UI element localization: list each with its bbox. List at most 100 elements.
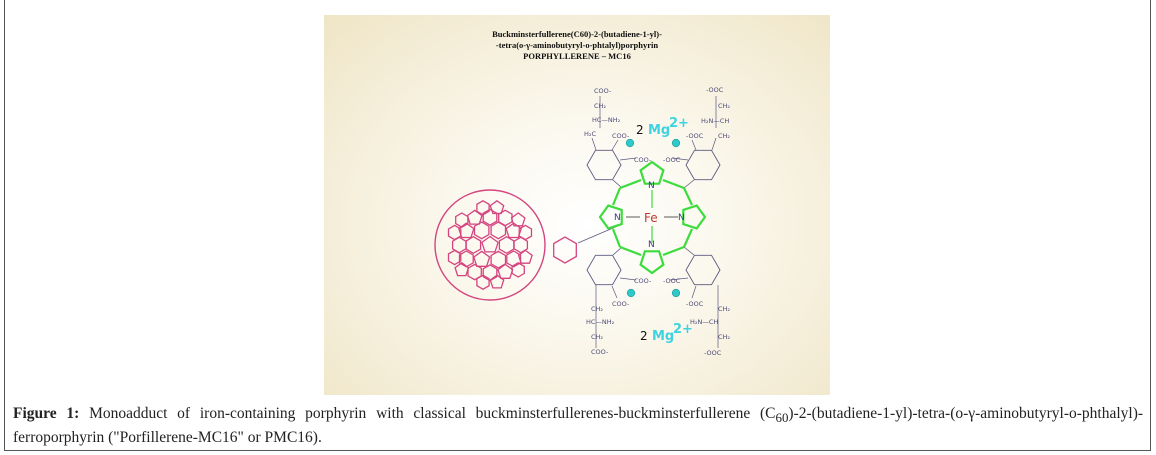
bond <box>669 277 689 281</box>
atom-labels: COO- CH₂ HC—NH₂ H₂C COO- COO- -OOC CH₂ H₂N—CH CH₂… <box>584 86 730 357</box>
bond <box>591 137 597 151</box>
fullerene-hexagon <box>458 250 474 268</box>
caption-text: Monoadduct of iron-containing porphyrin … <box>79 405 776 422</box>
atom-label: CH₂ <box>591 305 603 313</box>
atom-label: H₂C <box>584 130 596 138</box>
figure-caption: Figure 1: Monoadduct of iron-containing … <box>13 404 1143 448</box>
mg-count-label: 2 <box>640 329 648 343</box>
bond <box>611 139 619 151</box>
fullerene-hexagon <box>511 262 525 278</box>
fullerene-pentagon <box>466 209 483 225</box>
bond <box>619 157 637 161</box>
porphyrin-bond <box>662 245 685 257</box>
atom-label: -OOC <box>663 277 681 285</box>
fullerene-pentagon <box>489 274 505 289</box>
bond <box>683 246 695 256</box>
porphyrin-bond <box>662 178 685 190</box>
fullerene-hexagon <box>498 235 515 255</box>
fullerene-hexagon <box>490 221 507 240</box>
atom-label: HC—NH₂ <box>592 116 621 124</box>
figure-image-title: Buckminsterfullerene(C60)-2-(butadiene-1… <box>324 29 830 62</box>
atom-label: -OOC <box>704 349 722 357</box>
fullerene-pentagon <box>481 235 499 253</box>
pyrrole-ring <box>598 204 623 230</box>
magnesium-label: Mg <box>652 329 674 344</box>
fullerene-hexagon <box>465 235 482 255</box>
atom-label: CH₂ <box>591 333 603 341</box>
fullerene-pentagon <box>454 261 470 277</box>
benzene-ring <box>685 149 721 181</box>
atom-label: HC—NH₂ <box>586 318 615 326</box>
molecule-structure: COO- CH₂ HC—NH₂ H₂C COO- COO- -OOC CH₂ H₂N—CH CH₂… <box>434 86 730 357</box>
figure-title-line: -tetra(o-γ-aminobutyryl-o-phtalyl)porphy… <box>495 40 659 50</box>
atom-label: COO- <box>634 277 652 285</box>
fullerene-hexagon <box>513 236 529 254</box>
pyrrole-ring <box>639 160 665 185</box>
bond <box>691 139 697 151</box>
pyrrole-ring <box>639 250 665 275</box>
benzene-ring <box>586 149 622 181</box>
porphyrin-ring <box>598 160 707 275</box>
figure-title-line: Buckminsterfullerene(C60)-2-(butadiene-1… <box>492 29 662 39</box>
atom-label: CH₂ <box>718 102 730 110</box>
atom-label: CH₂ <box>718 132 730 140</box>
iron-label: Fe <box>644 211 658 225</box>
caption-label: Figure 1: <box>13 405 80 422</box>
mg-ion-dot <box>625 138 635 148</box>
atom-label: -OOC <box>686 132 704 140</box>
benzene-ring <box>685 254 721 286</box>
magnesium-charge-label: 2+ <box>673 322 693 337</box>
figure-title-line: PORPHYLLERENE – MC16 <box>523 51 631 61</box>
porphyrin-bond <box>611 228 622 248</box>
fullerene-hexagon <box>490 250 507 269</box>
atom-label: -OOC <box>706 86 724 94</box>
nitrogen-label: N <box>648 240 655 250</box>
bond <box>611 285 618 299</box>
fullerene-pentagon <box>489 200 505 215</box>
figure-image: Buckminsterfullerene(C60)-2-(butadiene-1… <box>324 15 830 395</box>
fullerene-hexagon <box>455 212 469 228</box>
mg-ion-dot <box>671 138 681 148</box>
fullerene-hexagon <box>482 208 498 226</box>
atom-label: COO- <box>591 348 609 356</box>
bond <box>619 277 637 281</box>
atom-label: COO- <box>612 132 630 140</box>
fullerene-hexagon <box>473 221 490 240</box>
fullerene-pentagon <box>473 250 491 267</box>
porphyrin-bond <box>619 245 642 257</box>
caption-subscript: 60 <box>775 410 789 426</box>
fullerene-pentagon <box>505 222 522 239</box>
porphyrin-bond <box>682 228 694 248</box>
atom-label: H₂N—CH <box>701 117 729 125</box>
fullerene-pentagon <box>497 263 514 279</box>
cyclohexene-ring <box>553 236 577 264</box>
caption-text-continued: )-2-(butadiene-1-yl)-tetra-(o-γ-aminobut… <box>13 405 1144 447</box>
nitrogen-label: N <box>614 213 621 223</box>
atom-label: CH₂ <box>718 333 730 341</box>
atom-label: COO- <box>612 300 630 308</box>
fullerene-pentagon <box>458 222 475 239</box>
bond-lines <box>553 96 721 348</box>
atom-label: -OOC <box>663 156 681 164</box>
mg-ion-dot <box>671 288 681 298</box>
bond <box>683 179 695 189</box>
atom-label: COO- <box>634 156 652 164</box>
porphyrin-bond <box>611 187 622 206</box>
atom-label: COO- <box>594 87 612 95</box>
mg-count-label: 2 <box>636 123 644 137</box>
fullerene-hexagon <box>467 263 482 281</box>
fullerene-hexagon <box>476 274 490 290</box>
figure-frame <box>4 0 1151 451</box>
nitrogen-label: N <box>648 181 655 191</box>
nitrogen-label: N <box>678 213 685 223</box>
pyrrole-ring <box>682 204 707 230</box>
benzene-ring <box>586 254 622 286</box>
bond <box>711 137 717 151</box>
atom-label: CH₂ <box>594 102 606 110</box>
fullerene-outline <box>434 189 546 301</box>
magnesium-charge-label: 2+ <box>669 116 689 131</box>
porphyrin-bond <box>619 178 642 190</box>
porphyrin-bond <box>683 187 693 206</box>
magnesium-label: Mg <box>648 123 670 138</box>
mg-ion-dot <box>626 288 636 298</box>
